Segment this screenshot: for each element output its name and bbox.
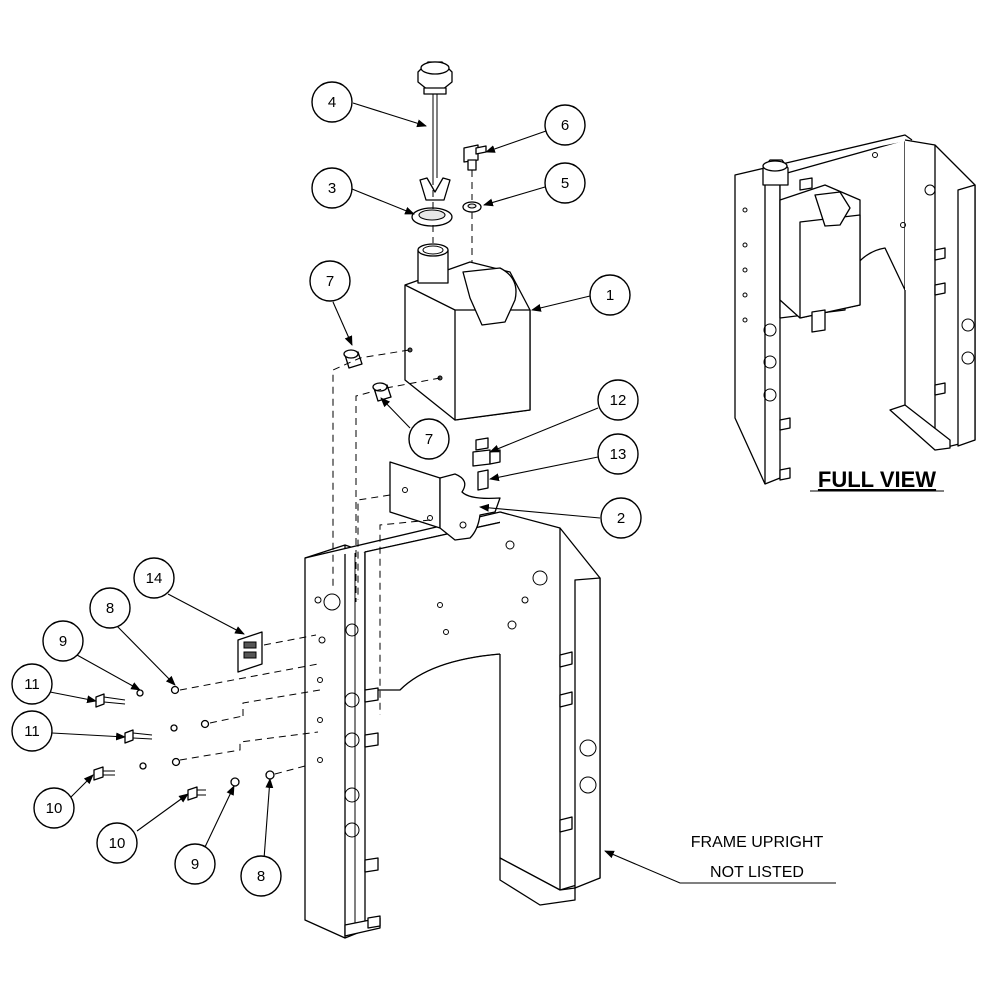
not-listed-label: NOT LISTED <box>710 864 804 881</box>
callout-14: 14 <box>133 557 175 599</box>
svg-text:7: 7 <box>326 273 334 290</box>
callout-3: 3 <box>311 167 353 209</box>
callout-9-upper: 9 <box>42 620 84 662</box>
svg-text:12: 12 <box>610 392 627 409</box>
callout-7-upper: 7 <box>309 260 351 302</box>
frame-upright-label: FRAME UPRIGHT <box>691 834 824 851</box>
svg-text:10: 10 <box>46 800 63 817</box>
svg-text:4: 4 <box>328 94 336 111</box>
callout-8-upper: 8 <box>89 587 131 629</box>
callout-11-lower: 11 <box>11 710 53 752</box>
gasket-part-3 <box>411 207 453 227</box>
svg-text:5: 5 <box>561 175 569 192</box>
svg-text:9: 9 <box>191 856 199 873</box>
washer-part-5 <box>462 201 482 213</box>
callout-6: 6 <box>544 104 586 146</box>
callout-11-upper: 11 <box>11 663 53 705</box>
callout-13: 13 <box>597 433 639 475</box>
svg-text:9: 9 <box>59 633 67 650</box>
svg-text:7: 7 <box>425 431 433 448</box>
frame-upright <box>304 511 601 939</box>
decal-part-14 <box>237 631 263 673</box>
nipple-part-13 <box>477 469 489 491</box>
fasteners <box>93 685 275 801</box>
callout-2: 2 <box>600 497 642 539</box>
svg-text:10: 10 <box>109 835 126 852</box>
svg-text:6: 6 <box>561 117 569 134</box>
svg-text:13: 13 <box>610 446 627 463</box>
callout-7-lower: 7 <box>408 418 450 460</box>
reservoir-tank-part-1 <box>404 243 531 421</box>
assembly-lines <box>179 170 473 775</box>
callout-12: 12 <box>597 379 639 421</box>
callout-5: 5 <box>544 162 586 204</box>
vent-fitting-part-6 <box>463 144 487 171</box>
callout-1: 1 <box>589 274 631 316</box>
svg-text:2: 2 <box>617 510 625 527</box>
cap-dipstick-part-4 <box>417 61 453 201</box>
callout-10-lower: 10 <box>96 822 138 864</box>
svg-text:11: 11 <box>24 723 40 740</box>
callout-4: 4 <box>311 81 353 123</box>
spacer-part-7-lower <box>372 382 392 402</box>
mount-bracket-part-2 <box>389 461 501 541</box>
full-view-label: FULL VIEW <box>818 467 936 492</box>
svg-text:11: 11 <box>24 676 40 693</box>
callout-9-lower: 9 <box>174 843 216 885</box>
svg-text:14: 14 <box>146 570 163 587</box>
spacer-part-7-upper <box>343 349 363 369</box>
leader-lines <box>49 102 836 884</box>
full-view-inset <box>734 134 976 485</box>
svg-text:3: 3 <box>328 180 336 197</box>
svg-text:8: 8 <box>106 600 114 617</box>
callout-10-upper: 10 <box>33 787 75 829</box>
svg-text:8: 8 <box>257 868 265 885</box>
callout-8-lower: 8 <box>240 855 282 897</box>
valve-part-12 <box>472 437 501 467</box>
svg-text:1: 1 <box>606 287 614 304</box>
